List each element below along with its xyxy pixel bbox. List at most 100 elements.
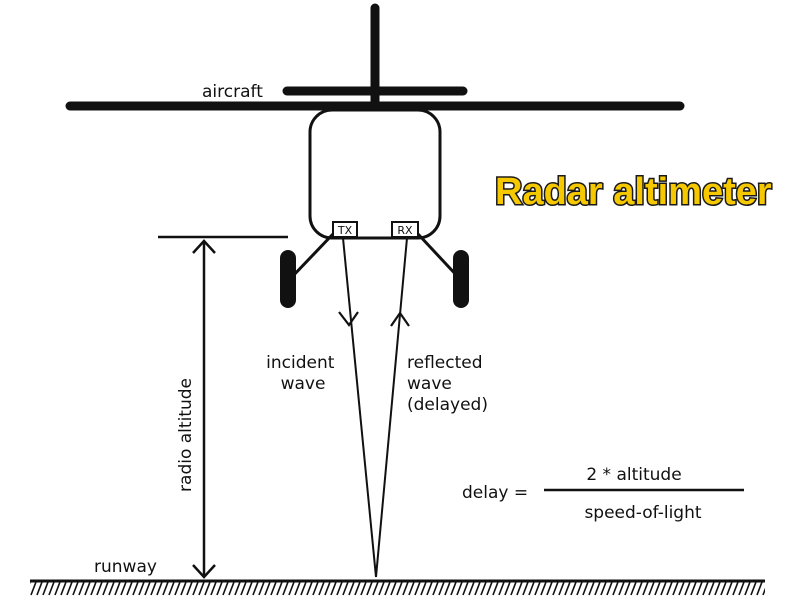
ground-hatch-mark [756, 582, 763, 596]
ground-hatch-mark [576, 582, 583, 596]
ground-hatch-mark [390, 582, 397, 596]
ground-hatch-mark [318, 582, 325, 596]
ground-hatch-mark [264, 582, 271, 596]
ground-hatch-mark [168, 582, 175, 596]
ground-hatch-mark [498, 582, 505, 596]
ground-hatch-mark [228, 582, 235, 596]
aircraft-label: aircraft [202, 82, 263, 102]
ground-hatch-mark [384, 582, 391, 596]
ground-hatch-mark [330, 582, 337, 596]
ground-hatch-mark [468, 582, 475, 596]
ground-hatch-mark [528, 582, 535, 596]
ground-hatch-mark [246, 582, 253, 596]
ground-hatch-mark [348, 582, 355, 596]
ground-hatch-mark [648, 582, 655, 596]
ground-hatch-mark [408, 582, 415, 596]
ground-hatch-mark [36, 582, 43, 596]
ground-hatch-mark [60, 582, 67, 596]
ground-hatch-mark [234, 582, 241, 596]
left-wheel [280, 250, 296, 308]
reflected-wave-ray [375, 237, 408, 578]
altitude-arrowhead-bottom [192, 564, 216, 579]
ground-hatch-mark [582, 582, 589, 596]
ground-hatch-mark [204, 582, 211, 596]
ground-hatch-mark [126, 582, 133, 596]
ground-hatch-mark [48, 582, 55, 596]
ground-hatch-mark [336, 582, 343, 596]
ground-hatch-mark [702, 582, 709, 596]
ground-hatch-mark [294, 582, 301, 596]
ground-hatch-mark [672, 582, 679, 596]
formula-lhs: delay = [462, 483, 528, 503]
ground-hatch-mark [750, 582, 757, 596]
ground-hatch-mark [288, 582, 295, 596]
ground-hatch-mark [108, 582, 115, 596]
ground-hatch-mark [138, 582, 145, 596]
formula-denominator: speed-of-light [584, 503, 701, 523]
ground-hatch-mark [102, 582, 109, 596]
ground-hatch-mark [504, 582, 511, 596]
ground-hatch-mark [156, 582, 163, 596]
incident-wave-ray [342, 237, 377, 578]
ground-hatch-mark [372, 582, 379, 596]
ground-hatch-mark [66, 582, 73, 596]
ground-hatch-mark [552, 582, 559, 596]
ground-hatch-mark [564, 582, 571, 596]
ground-hatch-mark [762, 587, 765, 596]
ground-hatch-mark [354, 582, 361, 596]
ground-hatch-mark [630, 582, 637, 596]
ground-hatch-mark [444, 582, 451, 596]
ground-hatch-mark [132, 582, 139, 596]
ground-hatch-mark [714, 582, 721, 596]
ground-hatch-mark [534, 582, 541, 596]
ground-hatch-mark [30, 582, 37, 596]
fuselage [308, 108, 442, 240]
ground-hatch-mark [636, 582, 643, 596]
ground-hatch-mark [282, 582, 289, 596]
ground-hatch-mark [120, 582, 127, 596]
ground-hatch-mark [186, 582, 193, 596]
ground-hatch-mark [492, 582, 499, 596]
ground-hatch-mark [558, 582, 565, 596]
ground-hatch-mark [660, 582, 667, 596]
ground-hatch-mark [654, 582, 661, 596]
rx-antenna-box [391, 221, 419, 238]
ground-hatching [30, 582, 765, 596]
ground-hatch-mark [252, 582, 259, 596]
ground-hatch-mark [222, 582, 229, 596]
incident-wave-label: incident wave [266, 353, 340, 394]
ground-hatch-mark [486, 582, 493, 596]
ground-hatch-mark [378, 582, 385, 596]
ground-hatch-mark [276, 582, 283, 596]
ground-hatch-mark [720, 582, 727, 596]
ground-hatch-mark [258, 582, 265, 596]
ground-hatch-mark [624, 582, 631, 596]
ground-hatch-mark [396, 582, 403, 596]
right-wheel [453, 250, 469, 308]
ground-hatch-mark [588, 582, 595, 596]
diagram-title: Radar altimeter [495, 171, 772, 213]
ground-hatch-mark [366, 582, 373, 596]
ground-hatch-mark [414, 582, 421, 596]
aircraft: TX RX [65, 3, 685, 308]
ground-hatch-mark [216, 582, 223, 596]
ground-hatch-mark [30, 582, 31, 585]
ground-hatch-mark [180, 582, 187, 596]
left-gear-strut [288, 232, 335, 281]
ground-hatch-mark [90, 582, 97, 596]
ground-hatch-mark [510, 582, 517, 596]
ground-hatch-mark [150, 582, 157, 596]
ground-hatch-mark [600, 582, 607, 596]
runway-label: runway [94, 557, 157, 577]
ground-hatch-mark [84, 582, 91, 596]
ground-hatch-mark [114, 582, 121, 596]
ground-hatch-mark [360, 582, 367, 596]
ground-hatch-mark [192, 582, 199, 596]
radio-altitude-dimension [158, 235, 288, 579]
ground-hatch-mark [300, 582, 307, 596]
ground-hatch-mark [270, 582, 277, 596]
ground-hatch-mark [450, 582, 457, 596]
ground-hatch-mark [732, 582, 739, 596]
ground-hatch-mark [78, 582, 85, 596]
